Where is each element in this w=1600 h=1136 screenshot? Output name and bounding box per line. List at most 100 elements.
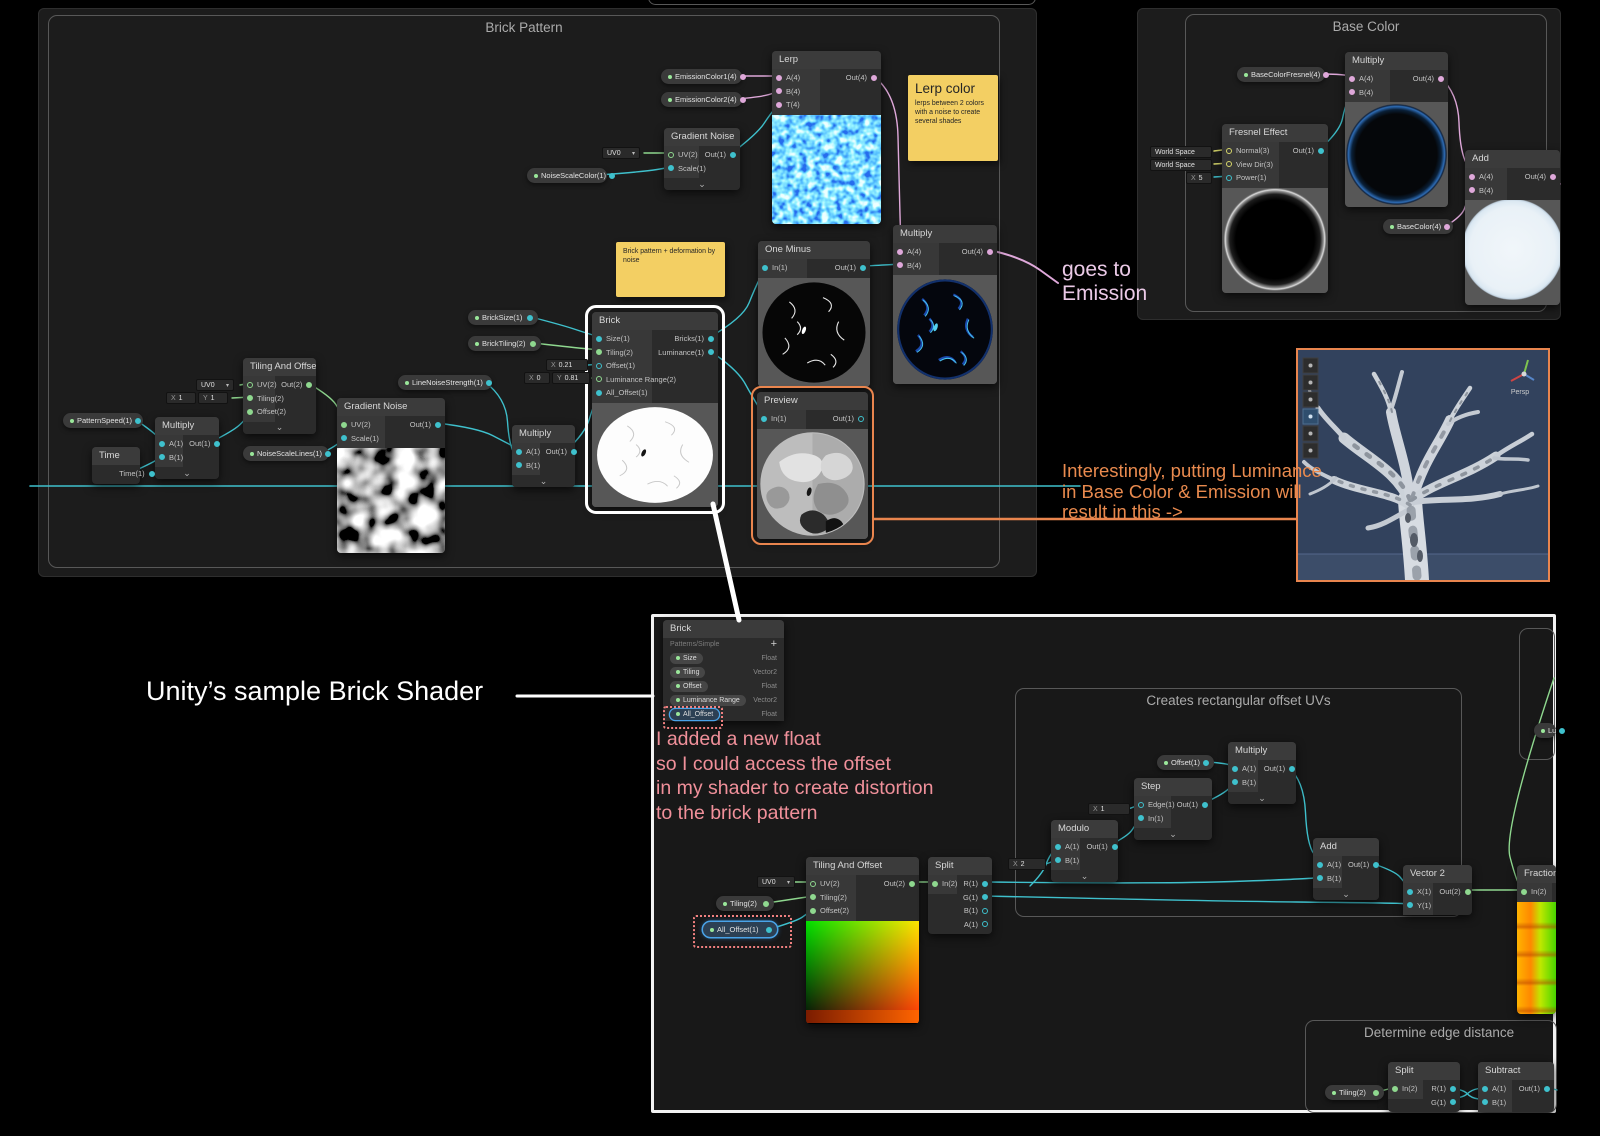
- property-output-dot[interactable]: [325, 450, 332, 457]
- field-uv0[interactable]: UV0▾: [757, 876, 795, 888]
- input-port-dot[interactable]: [810, 894, 816, 901]
- add-property-button[interactable]: +: [770, 638, 777, 650]
- input-port-dot[interactable]: [776, 74, 782, 81]
- input-port-dot[interactable]: [1349, 89, 1355, 96]
- chevron-down-icon[interactable]: ⌄: [664, 178, 740, 190]
- input-port-dot[interactable]: [596, 349, 602, 356]
- output-port-dot[interactable]: [1318, 147, 1324, 154]
- property-node-emissioncolor2-4[interactable]: EmissionColor2(4): [661, 92, 746, 107]
- property-node-patternspeed-1[interactable]: PatternSpeed(1): [63, 413, 143, 428]
- orientation-gizmo-icon[interactable]: [1510, 359, 1535, 382]
- property-node-emissioncolor1-4[interactable]: EmissionColor1(4): [661, 69, 746, 84]
- property-node-noisescalecolor-1[interactable]: NoiseScaleColor(1): [527, 168, 616, 183]
- output-port-dot[interactable]: [982, 894, 988, 901]
- output-port-dot[interactable]: [1202, 801, 1208, 808]
- input-port-dot[interactable]: [1469, 173, 1475, 180]
- input-port-dot[interactable]: [762, 264, 768, 271]
- input-port-dot[interactable]: [1392, 1085, 1398, 1092]
- chevron-down-icon[interactable]: ⌄: [1228, 792, 1296, 804]
- input-port-dot[interactable]: [1232, 765, 1238, 772]
- sticky-note[interactable]: Brick pattern + deformation by noise: [616, 242, 725, 297]
- output-port-dot[interactable]: [987, 248, 993, 255]
- input-port-dot[interactable]: [1317, 861, 1323, 868]
- input-port-dot[interactable]: [668, 165, 674, 172]
- gizmo-persp-label[interactable]: Persp: [1511, 389, 1529, 396]
- input-port-dot[interactable]: [1138, 801, 1144, 808]
- property-node-lu[interactable]: Lu: [1534, 723, 1566, 738]
- output-port-dot[interactable]: [982, 921, 988, 928]
- input-port-dot[interactable]: [341, 435, 347, 442]
- property-output-dot[interactable]: [763, 900, 769, 907]
- input-port-dot[interactable]: [341, 421, 347, 428]
- input-port-dot[interactable]: [897, 262, 903, 269]
- input-port-dot[interactable]: [1226, 147, 1232, 154]
- output-port-dot[interactable]: [860, 264, 866, 271]
- output-port-dot[interactable]: [1438, 75, 1444, 82]
- input-port-dot[interactable]: [1226, 174, 1232, 181]
- output-port-dot[interactable]: [1550, 173, 1556, 180]
- input-port-dot[interactable]: [247, 395, 253, 402]
- input-port-dot[interactable]: [1232, 779, 1238, 786]
- property-output-dot[interactable]: [739, 73, 746, 80]
- output-port-dot[interactable]: [1544, 1085, 1550, 1092]
- input-port-dot[interactable]: [761, 415, 767, 422]
- blackboard-property-luminance-range[interactable]: Luminance Range: [670, 694, 746, 706]
- input-port-dot[interactable]: [1138, 815, 1144, 822]
- property-output-dot[interactable]: [739, 96, 746, 103]
- field-uv0[interactable]: UV0▾: [196, 379, 234, 391]
- input-port-dot[interactable]: [1407, 888, 1413, 895]
- property-node-noisescalelines-1[interactable]: NoiseScaleLines(1): [243, 446, 332, 461]
- output-port-dot[interactable]: [1111, 843, 1118, 850]
- input-port-dot[interactable]: [776, 101, 782, 108]
- input-port-dot[interactable]: [516, 462, 522, 469]
- output-port-dot[interactable]: [909, 880, 915, 887]
- input-port-dot[interactable]: [596, 376, 602, 383]
- blackboard-property-size[interactable]: Size: [670, 652, 703, 664]
- field-world-space[interactable]: World Space: [1150, 146, 1212, 158]
- output-port-dot[interactable]: [148, 470, 155, 477]
- property-node-all-offset-1[interactable]: All_Offset(1): [703, 922, 777, 937]
- output-port-dot[interactable]: [1450, 1099, 1456, 1106]
- blackboard-property-offset[interactable]: Offset: [670, 680, 708, 692]
- output-port-dot[interactable]: [1464, 888, 1471, 895]
- property-output-dot[interactable]: [609, 172, 616, 179]
- input-port-dot[interactable]: [1482, 1085, 1488, 1092]
- input-port-dot[interactable]: [810, 880, 816, 887]
- input-port-dot[interactable]: [1226, 161, 1232, 168]
- input-port-dot[interactable]: [897, 248, 903, 255]
- property-output-dot[interactable]: [1373, 1089, 1379, 1096]
- property-node-bricktiling-2[interactable]: BrickTiling(2): [468, 336, 541, 351]
- input-port-dot[interactable]: [1349, 75, 1355, 82]
- property-output-dot[interactable]: [1444, 223, 1451, 230]
- output-port-dot[interactable]: [214, 440, 221, 447]
- chevron-down-icon[interactable]: ⌄: [155, 467, 219, 479]
- chevron-down-icon[interactable]: ⌄: [512, 475, 575, 487]
- property-node-bricksize-1[interactable]: BrickSize(1): [468, 310, 538, 325]
- property-output-dot[interactable]: [1559, 727, 1566, 734]
- input-port-dot[interactable]: [1317, 875, 1323, 882]
- chevron-down-icon[interactable]: ⌄: [1051, 870, 1118, 882]
- input-port-dot[interactable]: [668, 151, 674, 158]
- chevron-down-icon[interactable]: ⌄: [1134, 828, 1212, 840]
